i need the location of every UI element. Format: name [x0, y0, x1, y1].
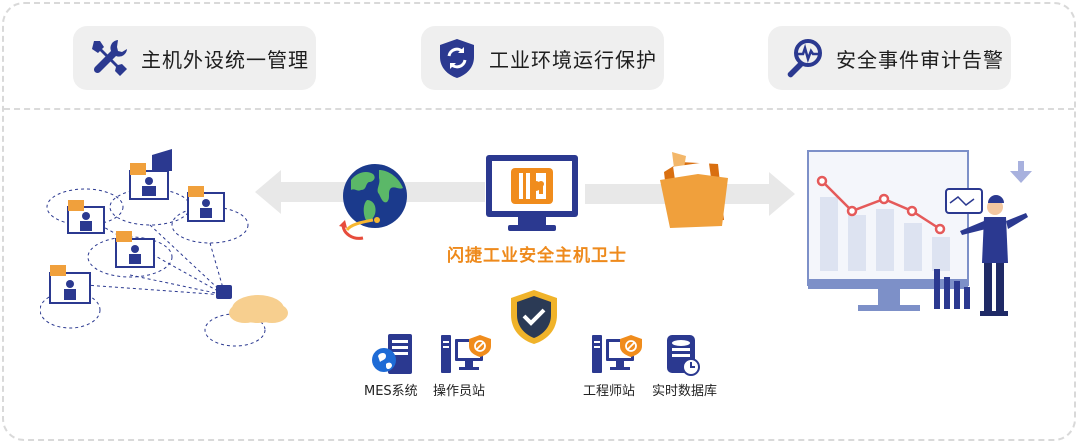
section-divider — [4, 108, 1074, 110]
database-icon — [667, 335, 700, 376]
workstation-icon — [592, 335, 642, 373]
feature-pill-peripheral-management: 主机外设统一管理 — [73, 26, 316, 90]
tools-icon — [87, 36, 131, 80]
magnifier-pulse-icon — [782, 36, 826, 80]
user-monitors-network-illustration — [40, 149, 288, 347]
endpoint-label-mes: MES系统 — [364, 384, 418, 399]
feature-pill-runtime-protection: 工业环境运行保护 — [421, 26, 664, 90]
endpoint-label-database: 实时数据库 — [652, 384, 718, 399]
guard-product-title: 闪捷工业安全主机卫士 — [447, 246, 627, 266]
feature-label: 安全事件审计告警 — [836, 47, 1004, 72]
shield-refresh-icon — [435, 36, 479, 80]
workstation-icon — [441, 335, 491, 373]
guard-monitor-icon — [486, 155, 578, 231]
analytics-dashboard-illustration — [807, 150, 1032, 316]
server-icon — [372, 334, 412, 374]
folder-icon — [660, 152, 728, 228]
cloud-icon — [216, 285, 288, 323]
endpoint-label-operator: 操作员站 — [433, 384, 486, 399]
globe-icon — [339, 164, 407, 240]
feature-pill-audit-alert: 安全事件审计告警 — [768, 26, 1011, 90]
shield-check-icon — [511, 290, 557, 344]
feature-label: 工业环境运行保护 — [489, 47, 657, 72]
endpoint-label-engineer: 工程师站 — [583, 384, 636, 399]
feature-label: 主机外设统一管理 — [141, 47, 309, 72]
